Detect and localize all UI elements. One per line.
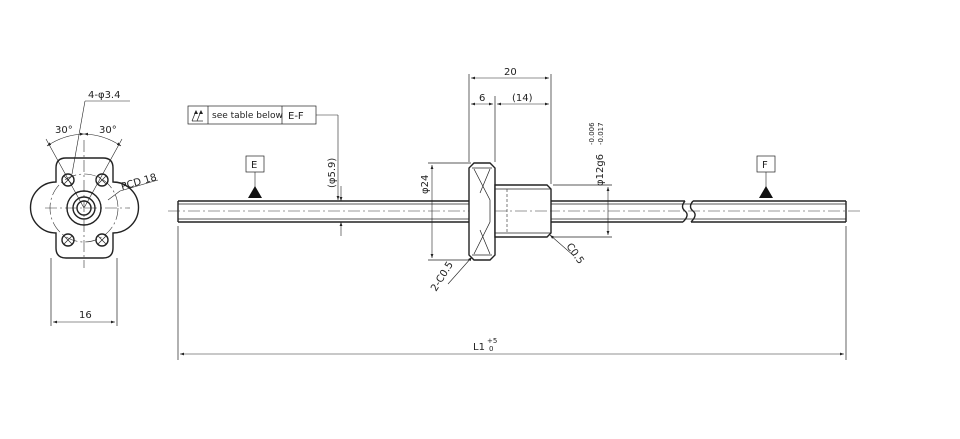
mounting-hole [61, 173, 75, 187]
mounting-hole [95, 173, 109, 187]
tolerance-frame: see table below E-F [187, 105, 340, 200]
datum-e-label: E [251, 160, 257, 171]
nut-bore-outer [66, 190, 102, 226]
chamfer-flange-label: 2-C0.5 [429, 260, 456, 294]
shaft-dia-label: (φ5.9) [327, 158, 338, 188]
mounting-hole [61, 233, 75, 247]
tolerance-datums: E-F [288, 111, 304, 122]
pcd-circle [49, 173, 119, 243]
flange-dia-label: φ24 [420, 175, 431, 194]
flange-side [468, 162, 496, 261]
overall-length-tol-upper: +5 [487, 337, 497, 345]
nut-length-label: 20 [504, 67, 517, 78]
angle-right-label: 30° [99, 125, 117, 136]
flange-end-view: 30° 30° 4-φ3.4 PCD 18 16 [29, 90, 159, 326]
chamfer-end-label: C0.5 [564, 241, 586, 266]
flange-thickness-label: 6 [479, 93, 485, 104]
total-runout-icon [191, 110, 203, 122]
body-dia-tol-lower: -0.017 [597, 122, 605, 145]
datum-f: F [756, 155, 776, 198]
body-length-label: (14) [512, 93, 533, 104]
holes-label: 4-φ3.4 [88, 90, 120, 101]
overall-length-label: L1 [473, 342, 485, 353]
overall-length-tol-lower: 0 [489, 345, 493, 353]
flange-outline [29, 157, 140, 259]
width-label: 16 [79, 310, 92, 321]
angle-left-label: 30° [55, 125, 73, 136]
body-dia-label: φ12g6 [595, 154, 606, 186]
tolerance-text: see table below [212, 111, 283, 121]
side-view: E F see table below E-F [168, 67, 860, 360]
nut-bore-inner [72, 196, 96, 220]
shaft-section [76, 200, 92, 216]
datum-f-label: F [762, 160, 768, 171]
body-dia-tol-upper: -0.006 [588, 122, 596, 145]
mounting-hole [95, 233, 109, 247]
pcd-label: PCD 18 [120, 172, 158, 193]
datum-e: E [245, 155, 265, 198]
